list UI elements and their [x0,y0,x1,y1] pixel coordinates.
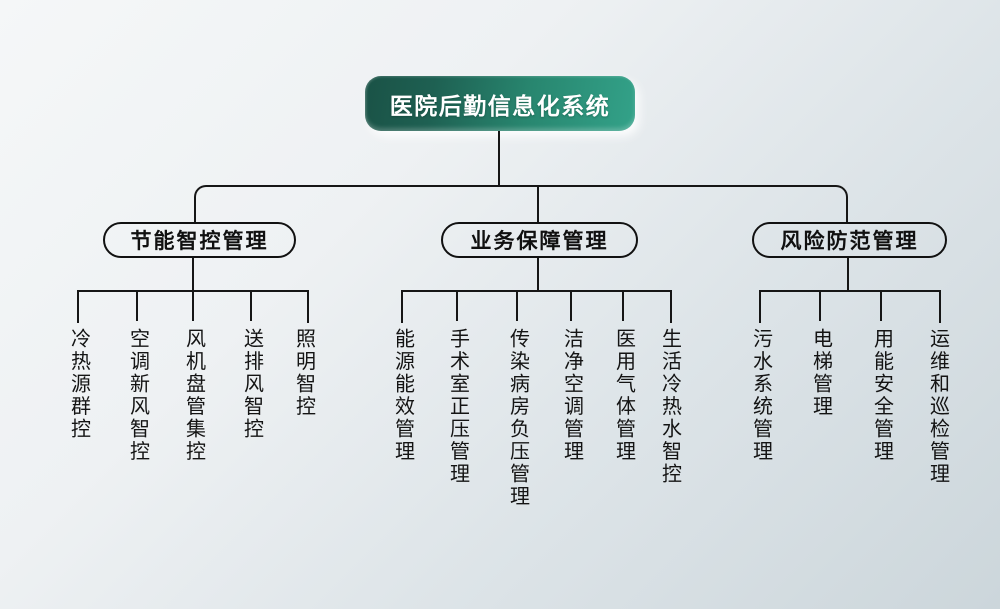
leaf-node: 冷热源群控 [67,328,90,441]
leaf-node: 能源能效管理 [391,328,414,463]
connector-group2-tick [516,291,519,321]
leaf-node: 用能安全管理 [870,328,893,463]
connector-group2-bracket [401,290,672,323]
connector-group1-drop [192,258,195,291]
leaf-node: 电梯管理 [809,328,832,418]
leaf-node: 送排风智控 [240,328,263,441]
leaf-node: 医用气体管理 [612,328,635,463]
connector-group1-tick [136,291,139,321]
connector-group1-tick [250,291,253,321]
leaf-node: 照明智控 [292,328,315,418]
leaf-node: 生活冷热水智控 [658,328,681,486]
connector-branch2-drop [537,186,540,222]
root-node: 医院后勤信息化系统 [365,76,635,131]
connector-group2-tick [456,291,459,321]
connector-group2-tick [570,291,573,321]
connector-group3-bracket [759,290,941,323]
branch-node-energy-saving-control: 节能智控管理 [103,222,296,258]
leaf-node: 风机盘管集控 [182,328,205,463]
connector-level1-bracket [194,185,848,224]
leaf-node: 污水系统管理 [749,328,772,463]
connector-group2-tick [622,291,625,321]
leaf-node: 手术室正压管理 [446,328,469,486]
root-node-label: 医院后勤信息化系统 [389,92,611,119]
leaf-node: 运维和巡检管理 [926,328,949,486]
connector-root-drop [498,131,501,186]
connector-group3-drop [847,258,850,291]
connector-group3-tick [880,291,883,321]
leaf-node: 洁净空调管理 [560,328,583,463]
branch-node-business-support: 业务保障管理 [441,222,638,258]
leaf-node: 传染病房负压管理 [506,328,529,508]
branch-node-risk-prevention: 风险防范管理 [752,222,947,258]
connector-group3-tick [819,291,822,321]
branch-label: 节能智控管理 [130,230,269,253]
branch-label: 风险防范管理 [780,230,919,253]
connector-group2-drop [537,258,540,291]
connector-group1-tick [192,291,195,321]
leaf-node: 空调新风智控 [126,328,149,463]
branch-label: 业务保障管理 [470,230,609,253]
